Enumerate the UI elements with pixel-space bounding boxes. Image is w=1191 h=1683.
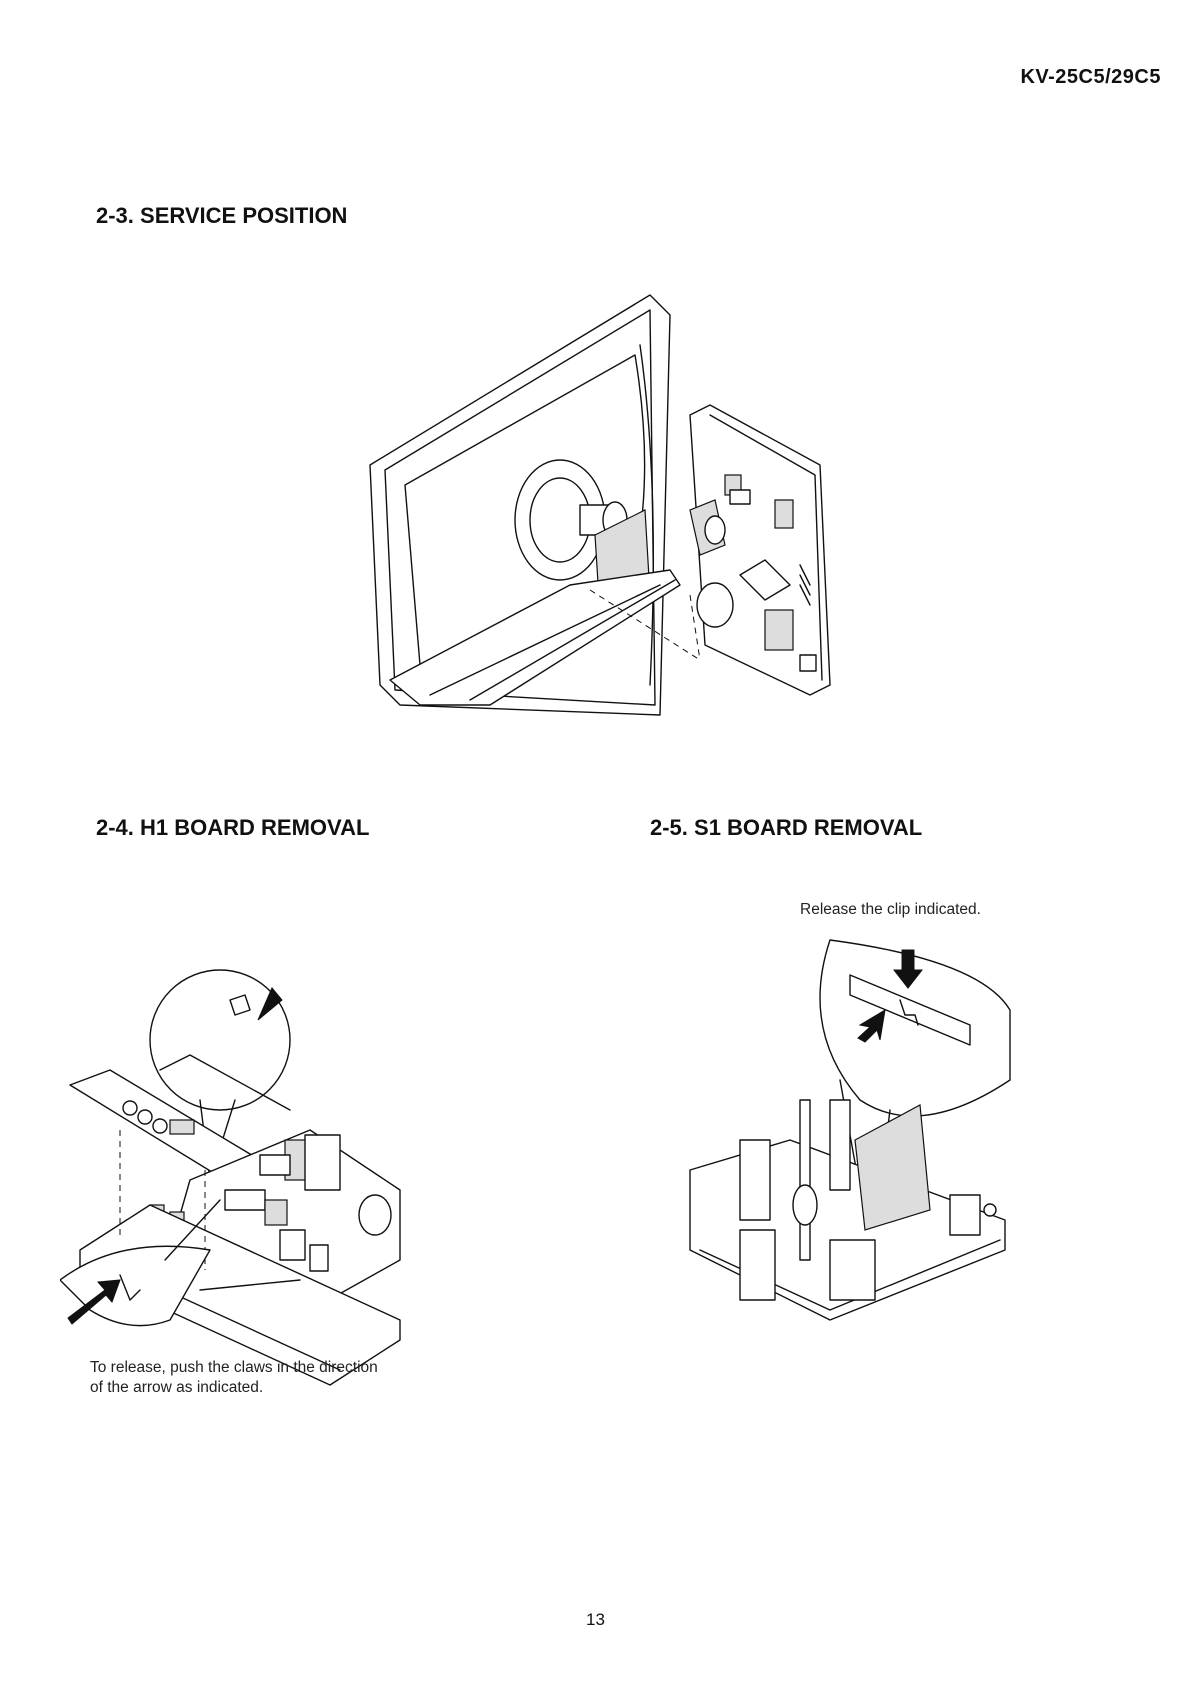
board-component-2 (730, 490, 750, 504)
s1-connector-block (950, 1195, 980, 1235)
main-heatsink (305, 1135, 340, 1190)
h1-caption-line-2: of the arrow as indicated. (90, 1378, 378, 1398)
board-capacitor-2 (697, 583, 733, 627)
s1-rod (800, 1100, 810, 1260)
s1-transformer (830, 1240, 875, 1300)
main-component-4 (280, 1230, 305, 1260)
figure-s1-board-removal (680, 930, 1020, 1340)
callout-circle-top (150, 970, 290, 1110)
section-title-s1-board-removal: 2-5. S1 BOARD REMOVAL (650, 815, 922, 841)
h1-connector (170, 1120, 194, 1134)
s1-board-vertical (830, 1100, 850, 1190)
service-position-drawing (360, 285, 900, 785)
s1-board-drawing (680, 930, 1020, 1340)
h1-knob-2 (138, 1110, 152, 1124)
board-connector (800, 655, 816, 671)
s1-part-2 (740, 1230, 775, 1300)
h1-caption-line-1: To release, push the claws in the direct… (90, 1358, 378, 1378)
s1-caption: Release the clip indicated. (800, 900, 981, 920)
main-capacitor (359, 1195, 391, 1235)
main-component-3 (265, 1200, 287, 1225)
figure-service-position (360, 285, 900, 785)
s1-callout (820, 940, 1010, 1116)
main-chip (225, 1190, 265, 1210)
s1-part-1 (740, 1140, 770, 1220)
s1-board (855, 1105, 930, 1230)
h1-knob-1 (123, 1101, 137, 1115)
board-component-4 (775, 500, 793, 528)
s1-knob (984, 1204, 996, 1216)
board-capacitor (705, 516, 725, 544)
page-number: 13 (0, 1610, 1191, 1630)
model-number: KV-25C5/29C5 (1020, 66, 1161, 89)
main-component-2 (260, 1155, 290, 1175)
main-component-5 (310, 1245, 328, 1271)
h1-knob-3 (153, 1119, 167, 1133)
section-title-h1-board-removal: 2-4. H1 BOARD REMOVAL (96, 815, 369, 841)
section-title-service-position: 2-3. SERVICE POSITION (96, 203, 347, 229)
s1-cylinder (793, 1185, 817, 1225)
board-transformer (765, 610, 793, 650)
h1-caption: To release, push the claws in the direct… (90, 1358, 378, 1398)
